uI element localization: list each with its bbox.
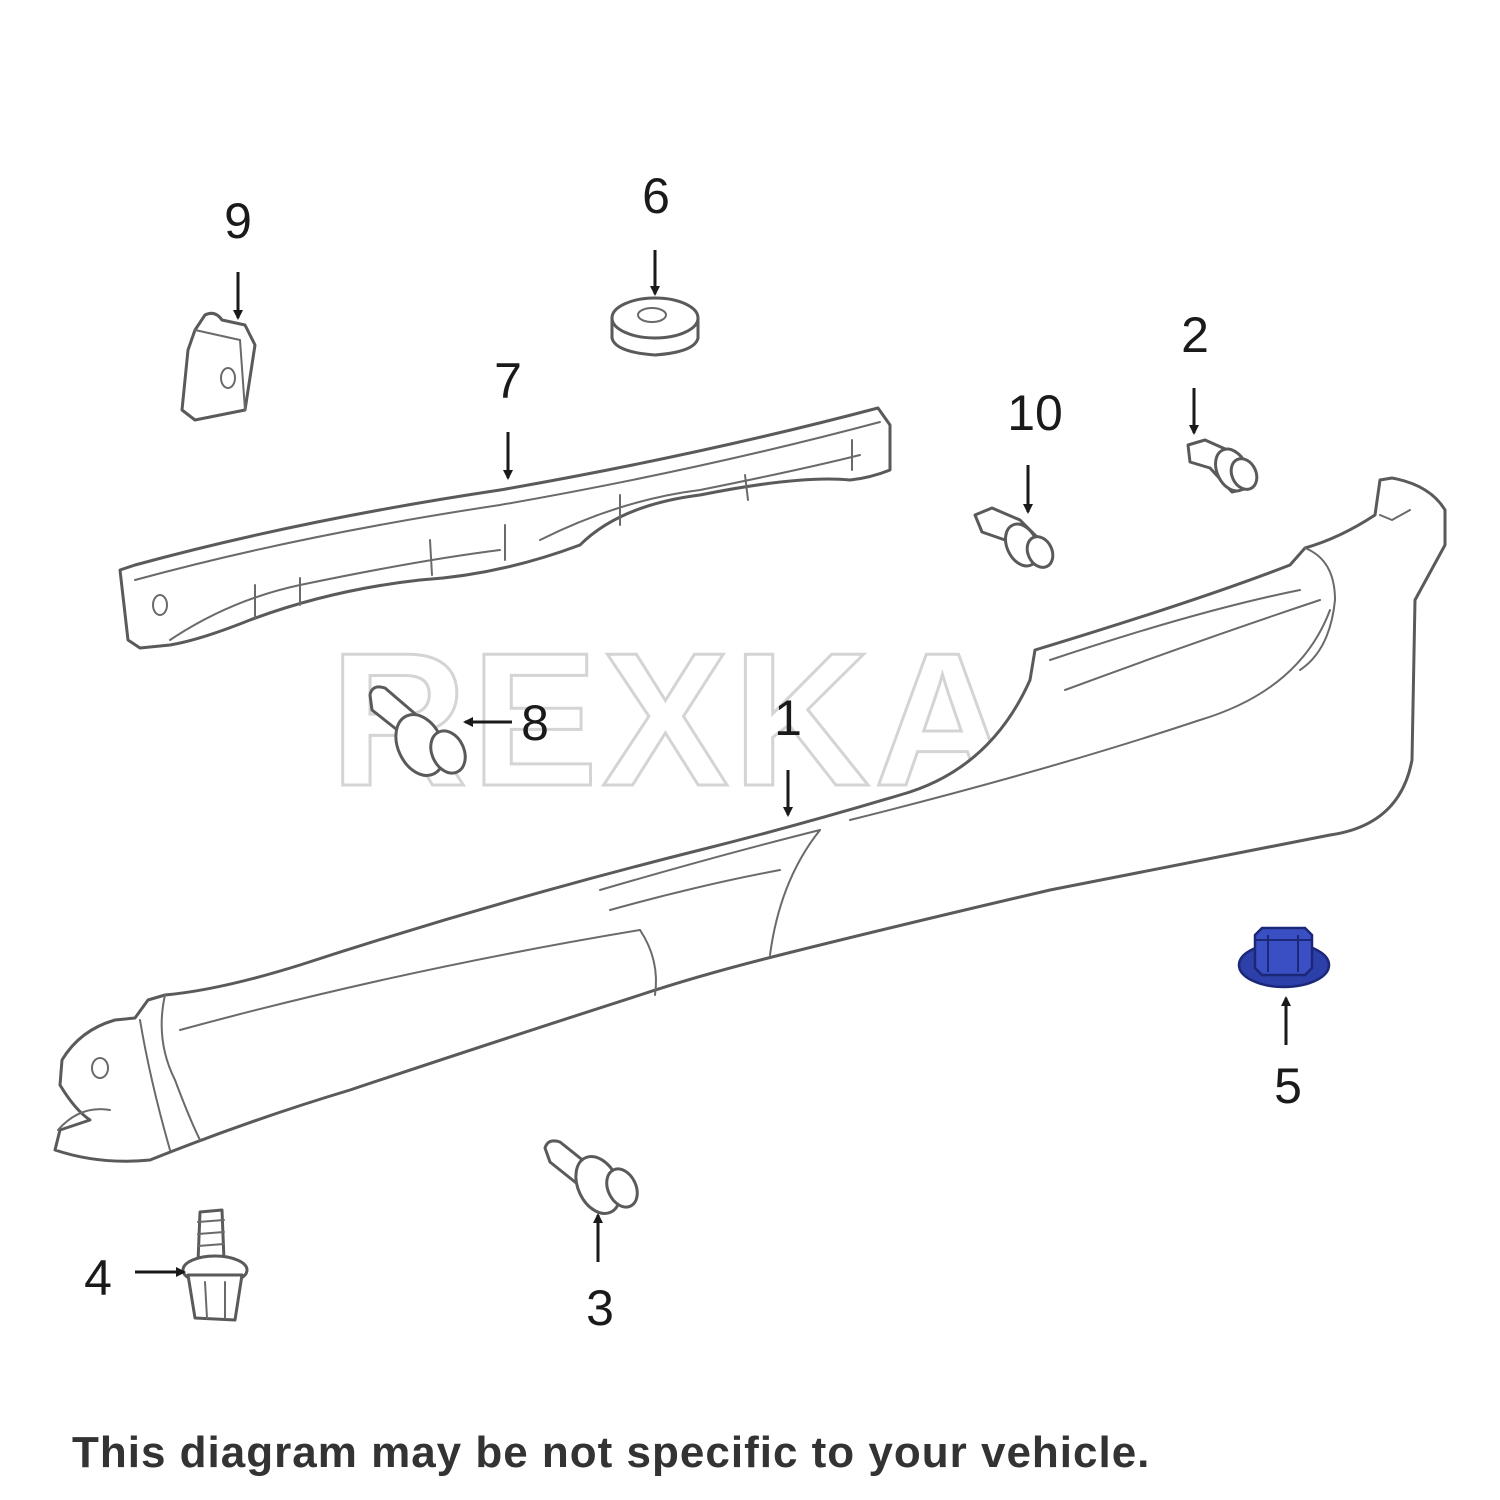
callout-10: 10: [1007, 385, 1063, 441]
callout-9: 9: [224, 193, 252, 249]
part-8-bolt: [368, 685, 467, 777]
watermark-text: REXKA: [330, 614, 1015, 826]
callout-2: 2: [1181, 307, 1209, 363]
callout-4: 4: [84, 1250, 112, 1306]
part-4-screw: [181, 1208, 249, 1322]
callout-8: 8: [521, 695, 549, 751]
callout-5: 5: [1274, 1058, 1302, 1114]
callout-7: 7: [494, 353, 522, 409]
part-6-grommet: [610, 296, 700, 357]
part-3-bolt: [543, 1139, 639, 1215]
part-5-nut-highlighted: [1237, 926, 1331, 989]
part-7-retainer-strip: [118, 406, 892, 650]
part-9-clip: [180, 311, 257, 422]
callout-labels: 1 2 3 4 5 6 7 8 9 10: [84, 168, 1302, 1336]
callout-6: 6: [642, 168, 670, 224]
part-2-bolt: [1186, 438, 1259, 494]
disclaimer-text: This diagram may be not specific to your…: [72, 1428, 1151, 1477]
part-10-bolt: [973, 506, 1055, 569]
callout-1: 1: [774, 690, 802, 746]
leader-arrows: [135, 250, 1291, 1277]
callout-3: 3: [586, 1280, 614, 1336]
part-1-rocker-panel: [53, 476, 1447, 1163]
